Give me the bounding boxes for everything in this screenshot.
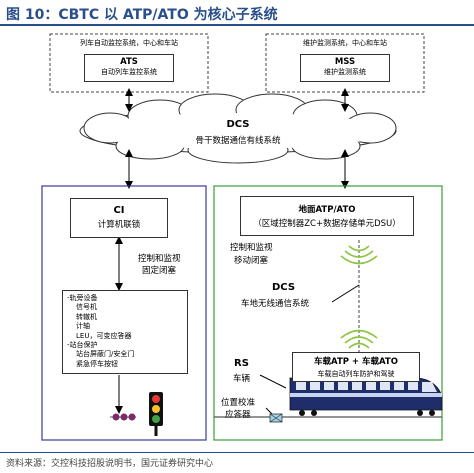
ci-list-item: LEU，可变应答器 [76, 331, 132, 340]
train-icon [289, 377, 443, 416]
rs-pointer [259, 374, 287, 389]
ci-device-list: -轨旁设备 信号机 转辙机 计轴 LEU，可变应答器 -站台保护 站台屏蔽门/安… [62, 290, 188, 374]
onboard-name: 车载ATP + 车载ATO [314, 357, 398, 367]
ci-list-item: 站台屏蔽门/安全门 [76, 350, 135, 359]
ground-atp-desc: （区域控制器ZC+数据存储单元DSU） [253, 219, 401, 229]
source-note: 资料来源：交控科技招股说明书，国元证券研究中心 [6, 459, 214, 469]
ground-atp-name: 地面ATP/ATO [298, 205, 356, 215]
signal-icon [149, 392, 163, 436]
dcs-wireless-desc: 车地无线通信系统 [241, 299, 310, 309]
ats-group-label: 列车自动监控系统，中心和车站 [80, 39, 178, 47]
dcs-pointer [331, 284, 360, 303]
ci-list-item: 紧急停车按钮 [76, 359, 118, 368]
ats-name: ATS [120, 57, 138, 67]
ci-name: CI [113, 205, 125, 216]
wireless-waves [340, 245, 378, 349]
rs-name: RS [234, 358, 249, 369]
figure-title: 图 10：CBTC 以 ATP/ATO 为核心子系统 [6, 7, 278, 23]
title-rule [0, 24, 474, 26]
dcs-cloud-name: DCS [226, 119, 250, 130]
mss-group-label: 维护监测系统，中心和车站 [303, 39, 387, 47]
source-rule [0, 452, 474, 453]
onboard-desc: 车载自动列车防护和驾驶 [317, 370, 395, 378]
ci-list-item: 转辙机 [76, 312, 97, 321]
mss-box: MSS 维护监测系统 [300, 54, 390, 82]
balise-label-2: 应答器 [225, 410, 251, 420]
ci-list-item: -轨旁设备 [67, 294, 98, 302]
ci-box: CI 计算机联锁 [70, 198, 168, 238]
balise-label-1: 位置校准 [221, 398, 256, 408]
atp-frame [213, 185, 443, 441]
axle-counter-icon [110, 413, 136, 421]
ats-box: ATS 自动列车监控系统 [84, 54, 174, 82]
onboard-box: 车载ATP + 车载ATO 车载自动列车防护和驾驶 [292, 352, 420, 382]
moving-block-label-2: 移动闭塞 [234, 256, 269, 266]
mss-name: MSS [334, 57, 356, 67]
ci-list-item: 计轴 [76, 322, 90, 331]
ci-frame [41, 185, 207, 441]
ci-control-label-1: 控制和监视 [138, 254, 181, 264]
moving-block-label-1: 控制和监视 [230, 243, 273, 253]
ground-atp-box: 地面ATP/ATO （区域控制器ZC+数据存储单元DSU） [240, 196, 414, 236]
dcs-wireless-name: DCS [272, 282, 296, 293]
ci-desc: 计算机联锁 [97, 220, 141, 230]
rs-desc: 车辆 [233, 374, 251, 384]
dcs-cloud-desc: 骨干数据通信有线系统 [195, 136, 281, 146]
ats-desc: 自动列车监控系统 [101, 68, 157, 76]
ci-list-item: 信号机 [76, 303, 97, 312]
mss-desc: 维护监测系统 [324, 68, 366, 76]
ci-list-item: -站台保护 [67, 341, 98, 350]
ci-control-label-2: 固定闭塞 [142, 266, 177, 276]
